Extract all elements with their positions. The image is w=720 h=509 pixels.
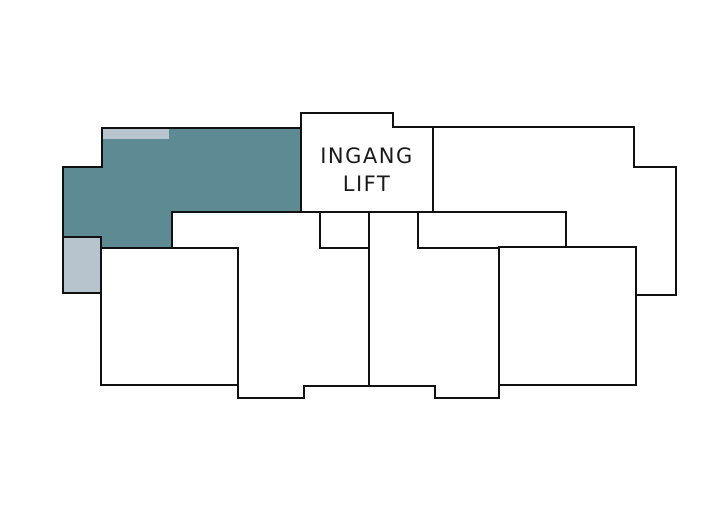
entry-label-line-2: LIFT [343,172,391,196]
apartment-south-east[interactable] [498,246,637,386]
balcony-outline [62,237,102,294]
apartment-south-west[interactable] [100,246,239,386]
balcony-left [64,238,100,292]
apartment-center-right[interactable] [368,211,500,399]
entry-label-line-1: INGANG [320,144,414,168]
apartment-center-left[interactable] [171,211,370,399]
balcony-top [103,129,169,139]
